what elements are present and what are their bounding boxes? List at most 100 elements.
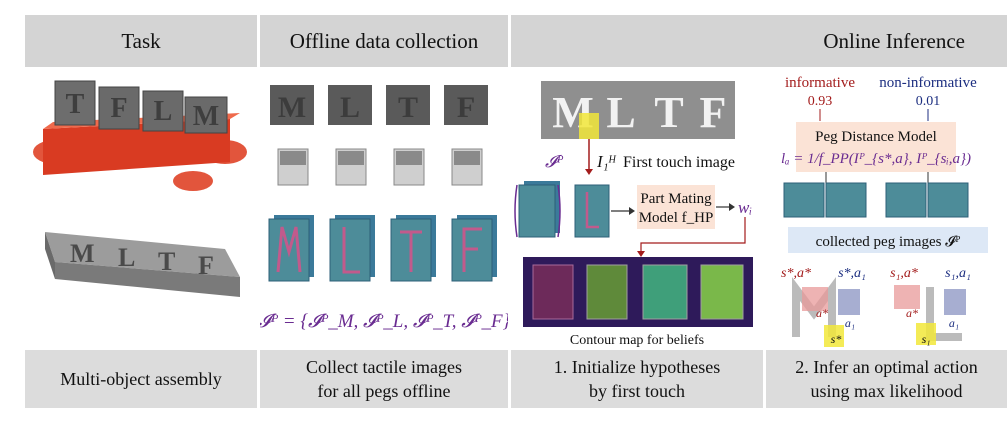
peg-3-letter: T	[398, 91, 418, 124]
part-mating-model-box	[637, 185, 715, 229]
action-a1-right	[944, 289, 966, 315]
peg-image-left-1	[783, 182, 825, 218]
offline-formula: 𝓘ᴾ = {𝓘ᴾ_M, 𝓘ᴾ_L, 𝓘ᴾ_T, 𝓘ᴾ_F}	[260, 311, 508, 332]
footer-task-label: Multi-object assembly	[60, 369, 222, 389]
task-top-letter-3: L	[154, 96, 173, 127]
non-informative-value: 0.01	[916, 94, 941, 109]
state-right-a: s₁,a*	[890, 266, 918, 281]
peg-1-letter: M	[278, 91, 306, 124]
footer-init-label: 1. Initialize hypotheses by first touch	[553, 357, 721, 401]
footer-offline-label: Collect tactile images for all pegs offl…	[306, 357, 462, 401]
left-s-star: s*	[831, 332, 842, 346]
to-contour-arrow	[640, 217, 746, 253]
peg-image-right-2	[927, 182, 969, 218]
peg-4: F	[444, 85, 488, 186]
hypothesis-letter-m	[792, 277, 836, 337]
header-task: Task	[25, 15, 257, 67]
weight-label: wᵢ	[738, 198, 752, 217]
tactile-3-imprint	[400, 230, 422, 272]
offline-illustration: M L T F	[258, 85, 511, 332]
peg-block-3	[142, 90, 184, 132]
peg-1: M	[270, 85, 314, 186]
red-tray	[43, 119, 230, 175]
peg-distance-model-title: Peg Distance Model	[815, 129, 937, 145]
non-informative-label: non-informative	[879, 75, 977, 91]
metal-plate-leg	[45, 232, 55, 279]
right-a-star: a*	[906, 306, 918, 320]
peg-1-sensor-pad	[280, 151, 306, 165]
model-line-1: Part Mating	[640, 191, 712, 207]
metal-plate-side	[55, 262, 240, 297]
ip-bracket-left	[514, 184, 518, 238]
footer-offline: Collect tactile images for all pegs offl…	[260, 350, 508, 408]
peg-3: T	[386, 85, 430, 186]
footer-task: Multi-object assembly	[25, 350, 257, 408]
init-illustration: M L T F 𝓘ᴾ I₁ᴴ First touch image Part Ma…	[514, 81, 753, 348]
collected-box	[788, 227, 988, 253]
board-image	[541, 81, 735, 139]
peg-1-body	[270, 85, 314, 125]
footer-infer-label: 2. Infer an optimal action using max lik…	[795, 357, 978, 401]
peg-2-body	[328, 85, 372, 125]
task-bottom-letter-4: F	[198, 251, 214, 280]
task-bottom-letter-2: L	[118, 243, 135, 272]
header-offline: Offline data collection	[260, 15, 508, 67]
offline-panel: M L T F	[258, 67, 511, 350]
action-a-star-right	[894, 285, 920, 309]
touch-left	[824, 325, 844, 347]
informative-label: informative	[785, 75, 855, 91]
first-touch-label: First touch image	[623, 154, 735, 171]
state-right-b: s₁,a₁	[945, 266, 971, 281]
to-model-arrow-head	[629, 207, 635, 215]
contour-label: Contour map for beliefs	[570, 333, 704, 348]
contour-tile-4	[700, 264, 744, 320]
peg-4-letter: F	[457, 91, 475, 124]
ip-label: 𝓘ᴾ	[545, 152, 563, 171]
peg-block-4	[184, 96, 228, 134]
infer-panel: informative 0.93 non-informative 0.01 Pe…	[766, 67, 1007, 350]
header-offline-label: Offline data collection	[289, 28, 479, 53]
footer-init: 1. Initialize hypotheses by first touch	[511, 350, 763, 408]
touch-image-imprint	[585, 192, 599, 229]
i1h-label: I₁ᴴ	[596, 152, 617, 171]
touch-right	[916, 323, 936, 345]
to-contour-arrow-head	[637, 251, 645, 257]
task-top-letter-2: F	[110, 93, 127, 124]
peg-2-sensor-pad	[338, 151, 364, 165]
action-a-star-left	[802, 287, 828, 311]
peg-block-2	[98, 86, 140, 130]
touch-arrow-head	[585, 169, 593, 175]
model-line-2: Model f_HP	[639, 210, 714, 226]
peg-2: L	[328, 85, 372, 186]
peg-blocks: T F L M	[54, 80, 228, 134]
tactile-2-imprint	[342, 227, 360, 274]
peg-image-left-2	[825, 182, 867, 218]
tray-foot-bottom	[173, 171, 213, 191]
ip-bracket-right	[557, 184, 561, 238]
right-a1: a₁	[949, 316, 959, 330]
first-touch-marker	[579, 113, 599, 139]
task-top-letter-1: T	[66, 89, 85, 120]
board-letter-2: L	[606, 88, 635, 137]
header-online: Online Inference	[511, 15, 1007, 67]
collected-label: collected peg images 𝓘ᴾ	[816, 234, 961, 250]
task-bottom-letter-1: M	[70, 239, 95, 268]
tactile-stack-4	[451, 215, 497, 282]
tactile-stack-1	[268, 215, 314, 282]
board-letter-3: T	[654, 88, 683, 137]
infer-illustration: informative 0.93 non-informative 0.01 Pe…	[781, 75, 988, 347]
peg-distance-model-box	[796, 122, 956, 172]
tactile-stack-3	[390, 215, 436, 282]
contour-tile-1	[532, 264, 574, 320]
header-task-label: Task	[121, 28, 161, 53]
task-illustration: T F L M M L T F	[33, 80, 247, 297]
task-bottom-letter-3: T	[158, 247, 175, 276]
init-panel: M L T F 𝓘ᴾ I₁ᴴ First touch image Part Ma…	[511, 67, 763, 350]
informative-value: 0.93	[808, 94, 833, 109]
state-left-b: s*,a₁	[838, 266, 866, 281]
metal-plate-top	[45, 232, 240, 277]
task-panel: T F L M M L T F	[25, 67, 257, 350]
tactile-4-imprint	[462, 227, 482, 272]
footer-infer: 2. Infer an optimal action using max lik…	[766, 350, 1007, 408]
contour-tile-2	[586, 264, 628, 320]
